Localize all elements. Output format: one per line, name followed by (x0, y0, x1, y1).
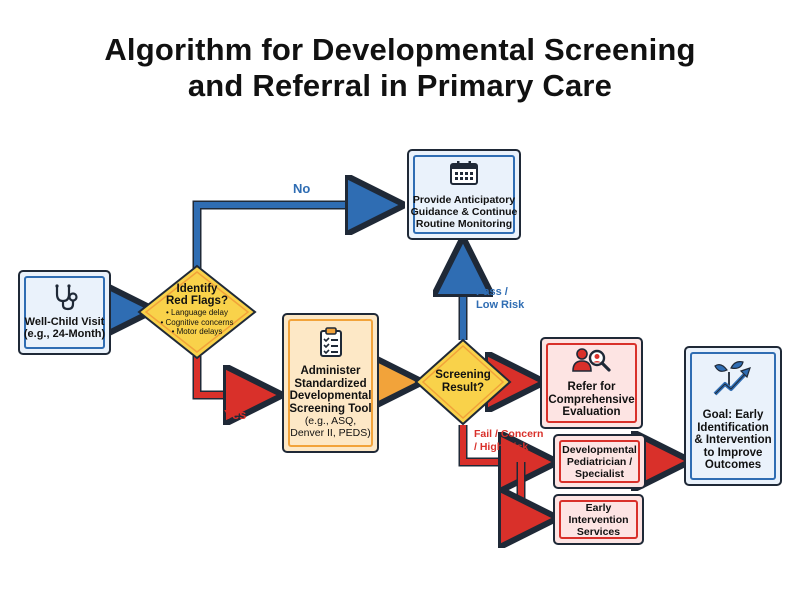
pass-line2: Low Risk (476, 299, 525, 311)
fail-line2: / High Risk (474, 441, 529, 453)
red-flag-bullet: • Language delay (166, 308, 228, 317)
calendar-icon (449, 160, 479, 191)
growth-chart-icon (713, 360, 753, 403)
edge-label-no: No (293, 181, 311, 196)
refer-comprehensive-evaluation-box: Refer for Comprehensive Evaluation (540, 337, 643, 429)
early-intervention-box: Early Intervention Services (553, 494, 644, 545)
goal-line5: Outcomes (704, 459, 762, 472)
red-flags-text: Identify Red Flags? • Language delay • C… (149, 283, 245, 337)
administer-line2: Standardized (294, 377, 367, 390)
administer-screening-tool-box: Administer Standardized Developmental Sc… (282, 313, 379, 453)
clipboard-checklist-icon (319, 327, 343, 362)
early-line3: Services (576, 525, 621, 538)
arrow-redflags-no-to-guidance (192, 205, 390, 270)
screening-line1: Screening (435, 369, 491, 381)
guidance-line3: Routine Monitoring (415, 217, 513, 230)
pass-line1: Pass / (476, 286, 508, 298)
devped-line2: Pediatrician / (566, 455, 633, 468)
arrow-screening-fail-to-devped (458, 425, 543, 462)
screening-result-decision-diamond (414, 338, 512, 426)
stethoscope-icon (50, 283, 80, 316)
well-child-visit-box: Well-Child Visit (e.g., 24-Month) (18, 270, 111, 355)
diagram-title-line1: Algorithm for Developmental Screening (104, 32, 696, 67)
refer-line1: Refer for (567, 381, 616, 394)
red-flags-line2: Red Flags? (166, 295, 228, 307)
devped-line1: Developmental (562, 443, 637, 456)
anticipatory-guidance-box: Provide Anticipatory Guidance & Continue… (407, 149, 521, 240)
administer-sub1: (e.g., ASQ, (304, 415, 357, 427)
administer-line1: Administer (300, 365, 361, 377)
arrow-branch-to-early-intervention (521, 462, 543, 518)
edge-label-pass: Pass / Low Risk (476, 286, 524, 312)
administer-sub2: Denver II, PEDS) (290, 427, 371, 439)
well-child-line2: (e.g., 24-Month) (23, 328, 106, 340)
administer-line4: Screening Tool (289, 402, 372, 415)
well-child-line1: Well-Child Visit (24, 315, 105, 328)
refer-line3: Evaluation (562, 406, 621, 419)
edge-label-yes: Yes (224, 407, 247, 422)
red-flag-bullet: • Motor delays (171, 327, 223, 336)
screening-line2: Result? (441, 382, 485, 394)
red-flags-decision-diamond (137, 264, 257, 360)
arrow-redflags-yes-to-administer (192, 356, 268, 395)
goal-box: Goal: Early Identification & Interventio… (684, 346, 782, 486)
red-flag-bullet: • Cognitive concerns (160, 317, 234, 327)
red-flags-line1: Identify (176, 283, 218, 295)
goal-line3: & Intervention (694, 434, 772, 447)
guidance-line2: Guidance & Continue (410, 205, 518, 218)
developmental-pediatrician-box: Developmental Pediatrician / Specialist (553, 434, 646, 489)
devped-line3: Specialist (574, 467, 625, 480)
people-search-icon (571, 347, 612, 378)
early-line1: Early (585, 501, 612, 514)
guidance-line1: Provide Anticipatory (412, 193, 516, 206)
administer-line3: Developmental (289, 390, 372, 402)
screening-result-text: Screening Result? (423, 369, 503, 395)
fail-line1: Fail / Concern (474, 428, 544, 440)
refer-line2: Comprehensive (548, 393, 635, 406)
edge-label-fail: Fail / Concern / High Risk (474, 428, 543, 454)
early-line2: Intervention (568, 513, 629, 526)
goal-line1: Goal: Early (702, 409, 764, 422)
goal-line4: to Improve (703, 446, 763, 459)
diagram-title-line2: and Referral in Primary Care (187, 68, 613, 103)
goal-line2: Identification (697, 421, 769, 434)
